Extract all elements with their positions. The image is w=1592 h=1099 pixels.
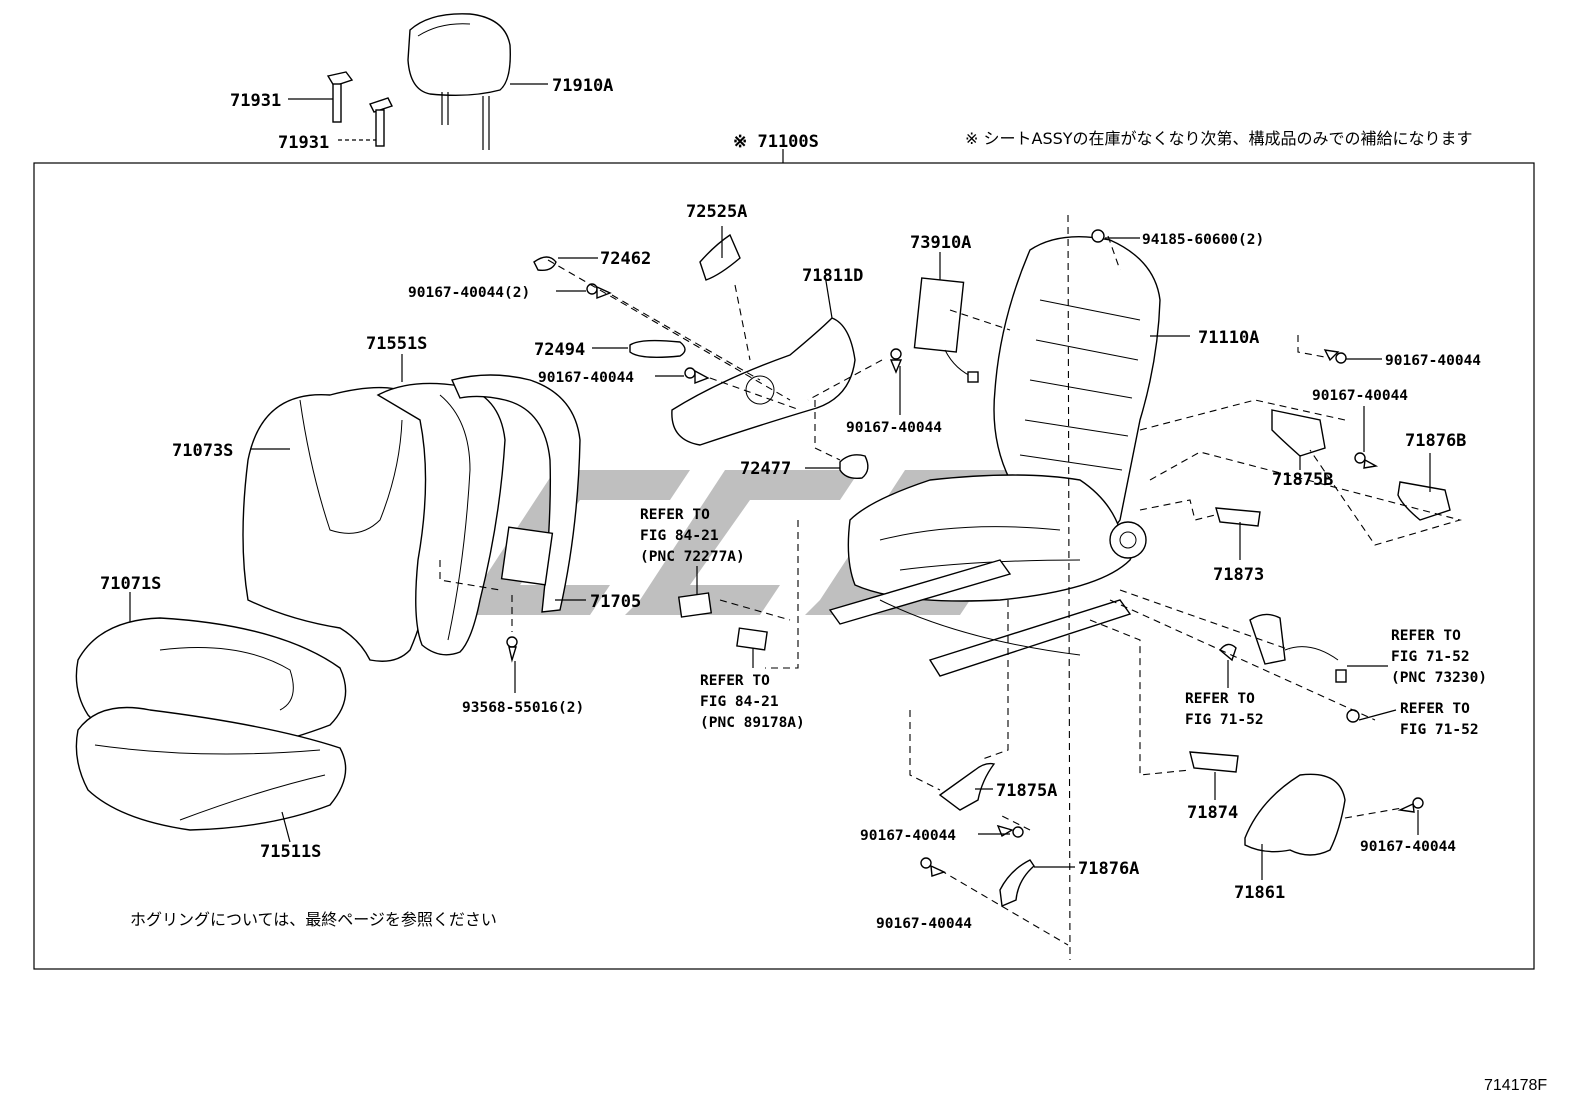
header-texts: ※ 71100S ※ シートASSYの在庫がなくなり次第、構成品のみでの補給にな…: [733, 129, 1473, 152]
part-label-94185-60600: 94185-60600(2): [1142, 232, 1264, 248]
bracket-71876A-drawing: [999, 859, 1035, 908]
part-label-72477: 72477: [740, 459, 791, 479]
footer-texts: ホグリングについては、最終ページを参照ください 714178F: [130, 910, 1547, 1094]
part-label-72525A: 72525A: [686, 202, 747, 222]
reference-labels: REFER TO FIG 84-21 (PNC 72277A) REFER TO…: [640, 507, 1487, 738]
seat-cushion-pad-drawing: [75, 706, 347, 831]
ref1-line3: (PNC 72277A): [640, 549, 745, 565]
ref5-line2: FIG 71-52: [1400, 722, 1479, 738]
part-label-71551S: 71551S: [366, 334, 427, 354]
part-label-71071S: 71071S: [100, 574, 161, 594]
lever-knob-drawing: [629, 339, 686, 359]
seat-belt-buckle-drawing: [1249, 613, 1347, 683]
ref5-line1: REFER TO: [1400, 701, 1470, 717]
part-label-90167-40044-2: 90167-40044(2): [408, 285, 530, 301]
part-label-71861: 71861: [1234, 883, 1285, 903]
ref1-line2: FIG 84-21: [640, 528, 719, 544]
clip-parts-drawing: [677, 592, 1237, 662]
part-label-90167-40044-b1: 90167-40044: [860, 828, 956, 844]
recliner-cover-drawing: [671, 317, 856, 446]
part-label-71073S: 71073S: [172, 441, 233, 461]
part-label-71931-b: 71931: [278, 133, 329, 153]
bracket-71875A-drawing: [938, 762, 996, 811]
seat-frame-drawing: [828, 236, 1161, 677]
part-label-90167-40044-m1: 90167-40044: [538, 370, 634, 386]
part-label-72494: 72494: [534, 340, 585, 360]
part-label-71705: 71705: [590, 592, 641, 612]
part-label-90167-40044-m2: 90167-40044: [846, 420, 942, 436]
part-label-71910A: 71910A: [552, 76, 613, 96]
part-label-71876A: 71876A: [1078, 859, 1139, 879]
hog-ring-note: ホグリングについては、最終ページを参照ください: [130, 910, 497, 929]
part-label-72462: 72462: [600, 249, 651, 269]
part-label-71511S: 71511S: [260, 842, 321, 862]
assembly-dashed-lines: [439, 214, 1463, 961]
leader-lines: [129, 226, 1431, 880]
part-label-71876B: 71876B: [1405, 431, 1466, 451]
part-label-90167-40044-r2: 90167-40044: [1312, 388, 1408, 404]
part-label-71873: 71873: [1213, 565, 1264, 585]
part-label-71874: 71874: [1187, 803, 1238, 823]
ref2-line2: FIG 84-21: [700, 694, 779, 710]
supply-note: ※ シートASSYの在庫がなくなり次第、構成品のみでの補給になります: [965, 129, 1473, 148]
bracket-71876B-drawing: [1397, 481, 1451, 521]
ref3-line2: FIG 71-52: [1391, 649, 1470, 665]
ref3-line1: REFER TO: [1391, 628, 1461, 644]
ref4-line2: FIG 71-52: [1185, 712, 1264, 728]
part-label-90167-40044-r1: 90167-40044: [1385, 353, 1481, 369]
trim-ring-drawing: [839, 454, 869, 480]
part-label-71931-a: 71931: [230, 91, 281, 111]
part-number-labels: 71931 71931 71910A 72525A 72462 90167-40…: [100, 76, 1481, 932]
bracket-71874-drawing: [1189, 751, 1239, 773]
ref3-line3: (PNC 73230): [1391, 670, 1487, 686]
bracket-71875B-drawing: [1271, 409, 1326, 457]
assembly-frame: [33, 162, 1535, 970]
bracket-71873-drawing: [1215, 507, 1261, 527]
figure-id: 714178F: [1484, 1077, 1547, 1094]
ref2-line1: REFER TO: [700, 673, 770, 689]
part-label-71875A: 71875A: [996, 781, 1057, 801]
headrest-guide-drawing: [326, 71, 393, 147]
part-label-93568-55016: 93568-55016(2): [462, 700, 584, 716]
part-label-71110A: 71110A: [1198, 328, 1259, 348]
adjuster-handle-drawing: [699, 233, 741, 281]
part-label-71875B: 71875B: [1272, 470, 1333, 490]
ref4-line1: REFER TO: [1185, 691, 1255, 707]
side-shield-71861-drawing: [1244, 773, 1346, 856]
lumbar-unit-drawing: [913, 277, 979, 383]
ref2-line3: (PNC 89178A): [700, 715, 805, 731]
seatback-cover-drawing: [242, 386, 443, 662]
ref1-line1: REFER TO: [640, 507, 710, 523]
part-label-90167-40044-b2: 90167-40044: [876, 916, 972, 932]
part-label-90167-40044-b3: 90167-40044: [1360, 839, 1456, 855]
part-label-73910A: 73910A: [910, 233, 971, 253]
part-label-71811D: 71811D: [802, 266, 863, 286]
headrest-drawing: [407, 13, 511, 150]
seatback-board-drawing: [451, 374, 581, 613]
assembly-label: ※ 71100S: [733, 132, 819, 152]
cap-drawing: [533, 256, 557, 272]
